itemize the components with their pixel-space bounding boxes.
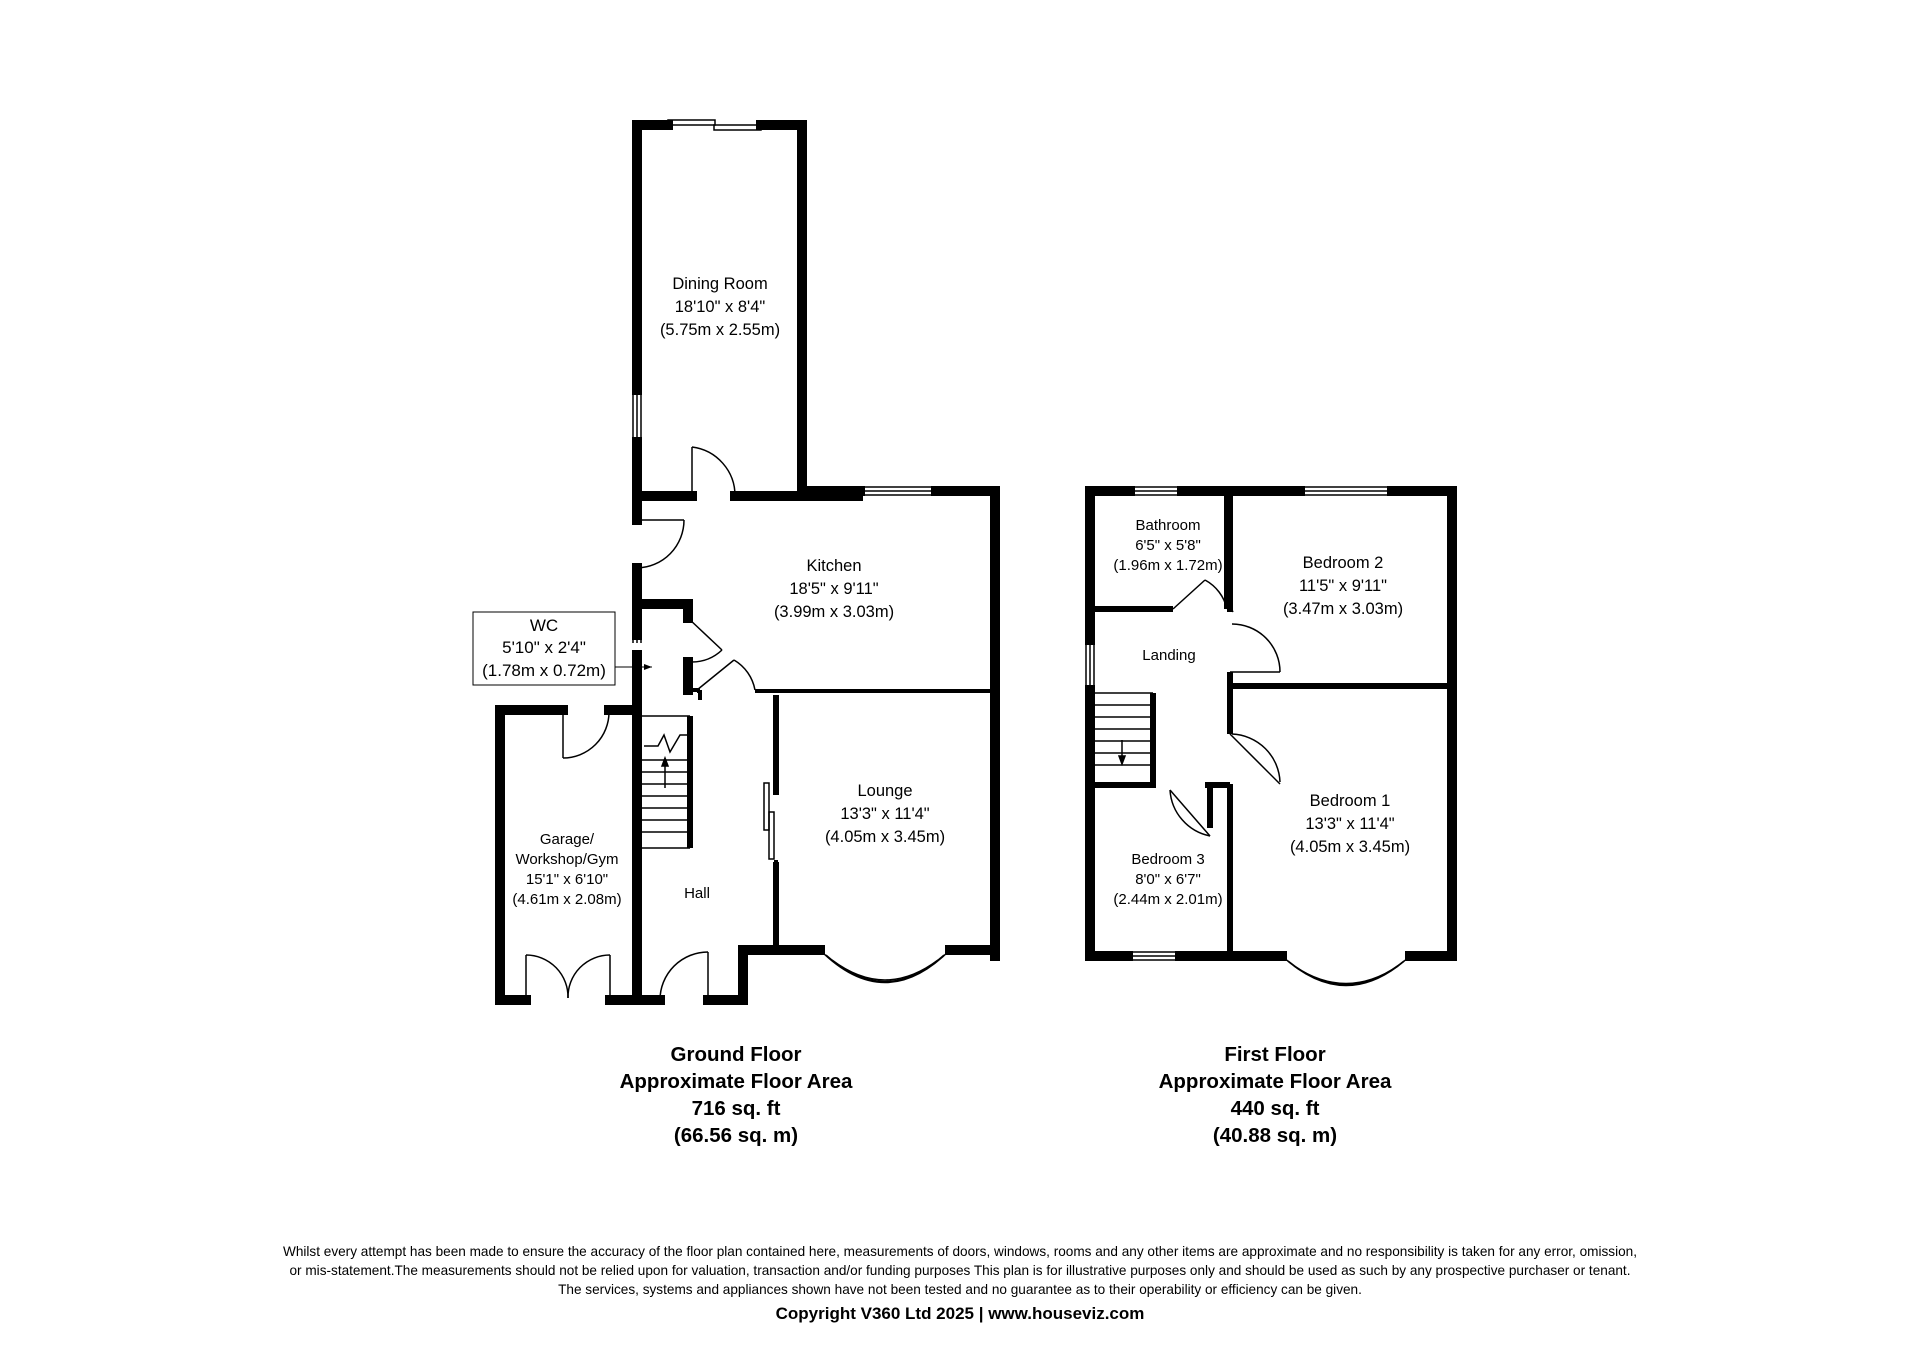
dining-door <box>691 446 736 497</box>
kitchen-metric: (3.99m x 3.03m) <box>774 603 894 621</box>
dining-room-walls <box>632 120 807 501</box>
landing-window <box>1085 640 1095 690</box>
bathroom-imperial: 6'5" x 5'8" <box>1135 537 1201 554</box>
garage-walls <box>495 705 645 1005</box>
bathroom-door <box>1172 579 1234 613</box>
first-floor-sqft: 440 sq. ft <box>1230 1097 1320 1120</box>
lounge-metric: (4.05m x 3.45m) <box>825 828 945 846</box>
bedroom2-imperial: 11'5" x 9'11" <box>1299 577 1387 595</box>
kitchen-window <box>860 486 936 496</box>
first-floor-labels: Bathroom 6'5" x 5'8" (1.96m x 1.72m) Bed… <box>1113 517 1410 908</box>
kitchen-name: Kitchen <box>806 557 861 575</box>
hall-name: Hall <box>684 885 710 902</box>
dining-patio-door <box>667 119 762 131</box>
first-floor-internal-walls <box>1090 491 1452 956</box>
landing-name: Landing <box>1142 647 1195 664</box>
kitchen-back-door <box>636 519 685 569</box>
bedroom1-imperial: 13'3" x 11'4" <box>1305 815 1394 833</box>
bedroom1-name: Bedroom 1 <box>1310 792 1391 810</box>
first-floor-plan <box>1085 486 1457 987</box>
kitchen-imperial: 18'5" x 9'11" <box>789 580 878 598</box>
garage-imperial: 15'1" x 6'10" <box>526 871 608 888</box>
bedroom1-bay-window <box>1281 955 1411 987</box>
lounge-bay-window <box>819 949 951 984</box>
bedroom1-door <box>1229 733 1281 785</box>
kitchen-hall-door <box>696 659 756 691</box>
first-floor-sqm: (40.88 sq. m) <box>1212 1124 1338 1147</box>
wc-walls <box>632 599 693 715</box>
disclaimer-line-1: Whilst every attempt has been made to en… <box>282 1244 1638 1259</box>
bathroom-name: Bathroom <box>1135 517 1200 534</box>
ground-floor-sqft: 716 sq. ft <box>691 1097 781 1120</box>
first-floor-summary: First Floor Approximate Floor Area 440 s… <box>1095 1041 1455 1149</box>
disclaimer-line-3: The services, systems and appliances sho… <box>558 1282 1362 1297</box>
ground-floor-title: Ground Floor <box>670 1043 802 1066</box>
wc-metric: (1.78m x 0.72m) <box>482 661 606 680</box>
first-floor-staircase <box>1095 692 1154 785</box>
bedroom3-name: Bedroom 3 <box>1131 851 1204 868</box>
bathroom-window <box>1130 486 1182 496</box>
garage-double-doors <box>525 954 611 1000</box>
copyright-notice: Copyright V360 Ltd 2025 | www.houseviz.c… <box>775 1304 1145 1323</box>
ground-staircase <box>640 715 691 849</box>
wc-name: WC <box>530 616 558 635</box>
bedroom3-imperial: 8'0" x 6'7" <box>1135 871 1201 888</box>
hall-front-walls <box>632 945 825 1005</box>
lounge-name: Lounge <box>857 782 912 800</box>
lounge-imperial: 13'3" x 11'4" <box>840 805 929 823</box>
dining-side-window <box>632 390 642 442</box>
ground-floor-plan <box>495 119 1000 1005</box>
bedroom3-door <box>1169 789 1211 837</box>
dining-room-metric: (5.75m x 2.55m) <box>660 321 780 339</box>
hall-walls <box>688 688 778 940</box>
garage-side-door <box>562 710 610 759</box>
garage-metric: (4.61m x 2.08m) <box>512 891 621 908</box>
first-floor-title: First Floor <box>1224 1043 1326 1066</box>
bedroom3-window <box>1128 951 1180 961</box>
garage-name-line1: Garage/ <box>540 831 595 848</box>
wc-callout <box>472 611 652 686</box>
front-door <box>659 951 709 1001</box>
disclaimer-line-2: or mis-statement.The measurements should… <box>289 1263 1631 1278</box>
first-floor-area-label: Approximate Floor Area <box>1158 1070 1392 1093</box>
bedroom3-metric: (2.44m x 2.01m) <box>1113 891 1222 908</box>
lounge-sliding-door <box>763 782 775 860</box>
ground-floor-labels: Dining Room 18'10" x 8'4" (5.75m x 2.55m… <box>482 275 945 908</box>
wc-imperial: 5'10" x 2'4" <box>502 638 586 657</box>
dining-room-imperial: 18'10" x 8'4" <box>675 298 766 316</box>
ground-floor-area-label: Approximate Floor Area <box>619 1070 853 1093</box>
ground-floor-sqm: (66.56 sq. m) <box>673 1124 799 1147</box>
kitchen-walls <box>632 486 1000 961</box>
disclaimer: Whilst every attempt has been made to en… <box>40 1242 1880 1299</box>
bedroom1-metric: (4.05m x 3.45m) <box>1290 838 1410 856</box>
bedroom2-door <box>1230 623 1281 673</box>
ground-floor-summary: Ground Floor Approximate Floor Area 716 … <box>556 1041 916 1149</box>
dining-room-name: Dining Room <box>672 275 767 293</box>
wc-window <box>632 618 642 643</box>
bedroom2-name: Bedroom 2 <box>1303 554 1384 572</box>
wc-door <box>687 617 723 663</box>
bedroom2-metric: (3.47m x 3.03m) <box>1283 600 1403 618</box>
bedroom2-window <box>1300 486 1392 496</box>
bathroom-metric: (1.96m x 1.72m) <box>1113 557 1222 574</box>
garage-name-line2: Workshop/Gym <box>515 851 618 868</box>
